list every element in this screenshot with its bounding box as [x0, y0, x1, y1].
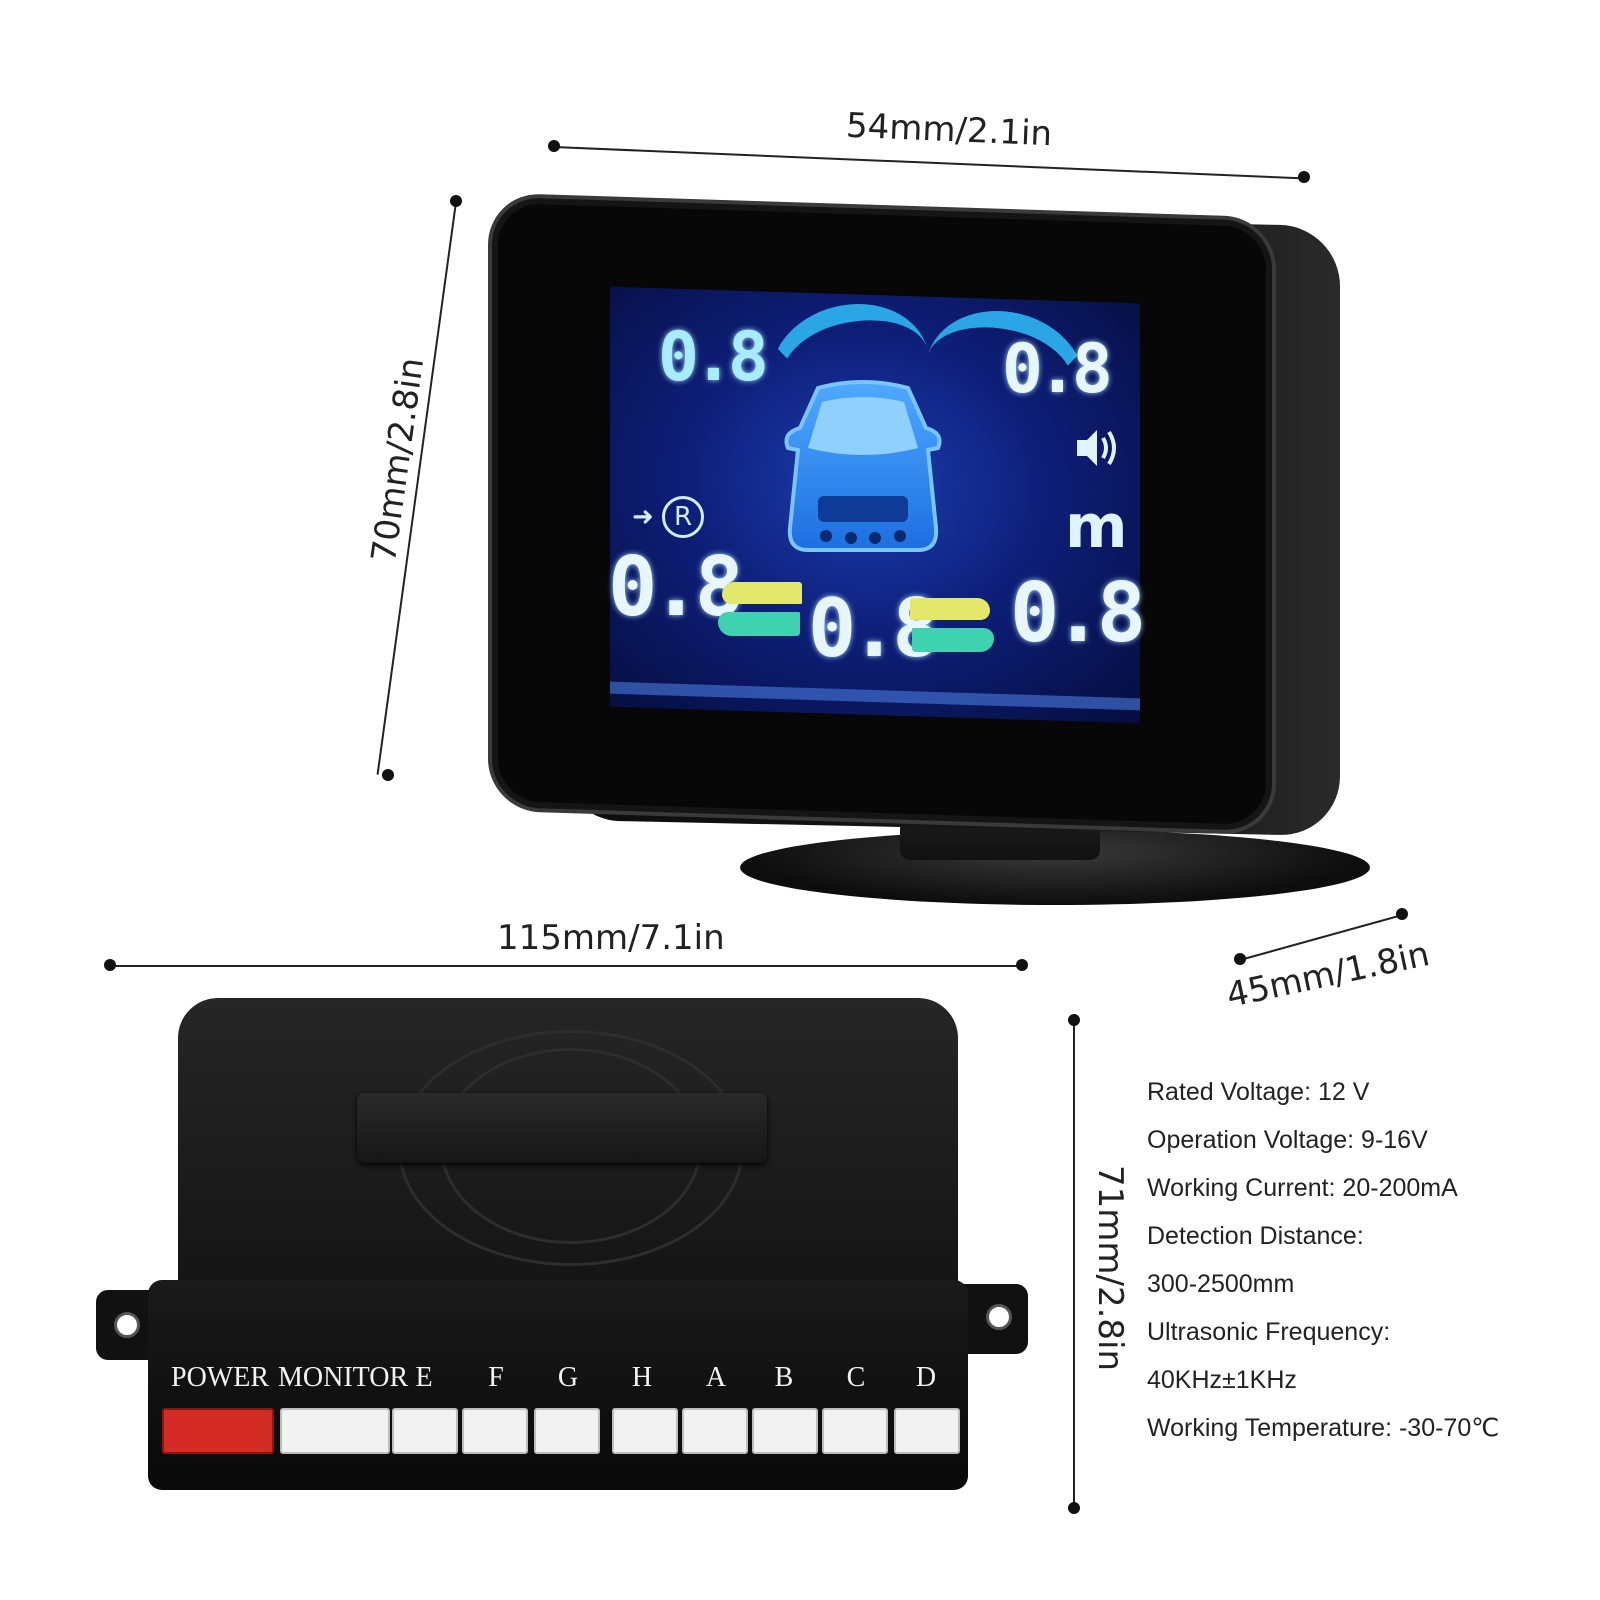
port-label-b: B — [774, 1362, 794, 1393]
dim-dot — [382, 769, 394, 781]
reverse-gear-icon: R — [662, 496, 704, 538]
dim-dot — [1068, 1502, 1080, 1514]
port-label-a: A — [705, 1362, 727, 1393]
dim-line-display-width — [553, 146, 1304, 180]
spec-ultrasonic-frequency-value: 40KHz±1KHz — [1147, 1366, 1297, 1394]
power-port[interactable] — [162, 1408, 274, 1454]
spec-working-current: Working Current: 20-200mA — [1147, 1174, 1458, 1202]
spec-working-temperature: Working Temperature: -30-70℃ — [1147, 1414, 1500, 1442]
dim-display-width: 54mm/2.1in — [845, 105, 1053, 155]
dim-dot — [1234, 953, 1246, 965]
dim-dot — [1016, 959, 1028, 971]
sensor-port-b[interactable] — [752, 1408, 818, 1454]
dim-dot — [104, 959, 116, 971]
sensor-port-d[interactable] — [894, 1408, 960, 1454]
spec-detection-distance-value: 300-2500mm — [1147, 1270, 1295, 1298]
port-label-e: E — [415, 1362, 433, 1393]
reverse-arrow-icon: ➜ — [632, 502, 654, 532]
front-left-distance: 0.8 — [658, 318, 769, 397]
port-label-monitor: MONITOR — [278, 1362, 409, 1393]
dim-dot — [1396, 908, 1408, 920]
rear-left-arc-green — [718, 612, 800, 636]
sensor-port-f[interactable] — [462, 1408, 528, 1454]
dim-dot — [548, 140, 560, 152]
port-label-g: G — [557, 1362, 579, 1393]
spec-detection-distance-label: Detection Distance: — [1147, 1222, 1364, 1250]
distance-unit: m — [1065, 492, 1128, 562]
speaker-icon — [1077, 430, 1116, 466]
rear-right-distance: 0.8 — [1010, 566, 1146, 661]
dim-line-box-width — [110, 965, 1022, 967]
port-label-c: C — [846, 1362, 866, 1393]
sensor-port-c[interactable] — [822, 1408, 888, 1454]
car-icon — [784, 380, 942, 552]
monitor-port[interactable] — [280, 1408, 390, 1454]
dim-box-height: 71mm/2.8in — [1090, 1164, 1131, 1372]
rear-left-arc-yellow — [722, 582, 802, 604]
dim-dot — [450, 195, 462, 207]
rear-right-arc-green — [912, 628, 994, 652]
dim-box-width: 115mm/7.1in — [497, 918, 725, 958]
dim-dot — [1068, 1014, 1080, 1026]
spec-rated-voltage: Rated Voltage: 12 V — [1147, 1078, 1370, 1106]
rear-right-arc-yellow — [910, 598, 990, 620]
sensor-port-e[interactable] — [392, 1408, 458, 1454]
port-label-power: POWER — [171, 1362, 269, 1393]
sensor-port-g[interactable] — [534, 1408, 600, 1454]
box-logo-bar — [357, 1093, 767, 1163]
spec-list: Rated Voltage: 12 V Operation Voltage: 9… — [1147, 1068, 1499, 1452]
sensor-port-a[interactable] — [682, 1408, 748, 1454]
port-label-d: D — [915, 1362, 937, 1393]
port-label-f: F — [488, 1362, 504, 1393]
spec-operation-voltage: Operation Voltage: 9-16V — [1147, 1126, 1428, 1154]
sensor-port-h[interactable] — [612, 1408, 678, 1454]
dim-display-depth: 45mm/1.8in — [1223, 934, 1433, 1016]
dim-display-height: 70mm/2.8in — [363, 355, 433, 565]
dim-line-box-height — [1073, 1021, 1075, 1509]
control-box-front — [148, 1280, 968, 1490]
port-label-h: H — [631, 1362, 653, 1393]
dim-dot — [1298, 171, 1310, 183]
spec-ultrasonic-frequency-label: Ultrasonic Frequency: — [1147, 1318, 1391, 1346]
front-right-distance: 0.8 — [1002, 330, 1113, 409]
